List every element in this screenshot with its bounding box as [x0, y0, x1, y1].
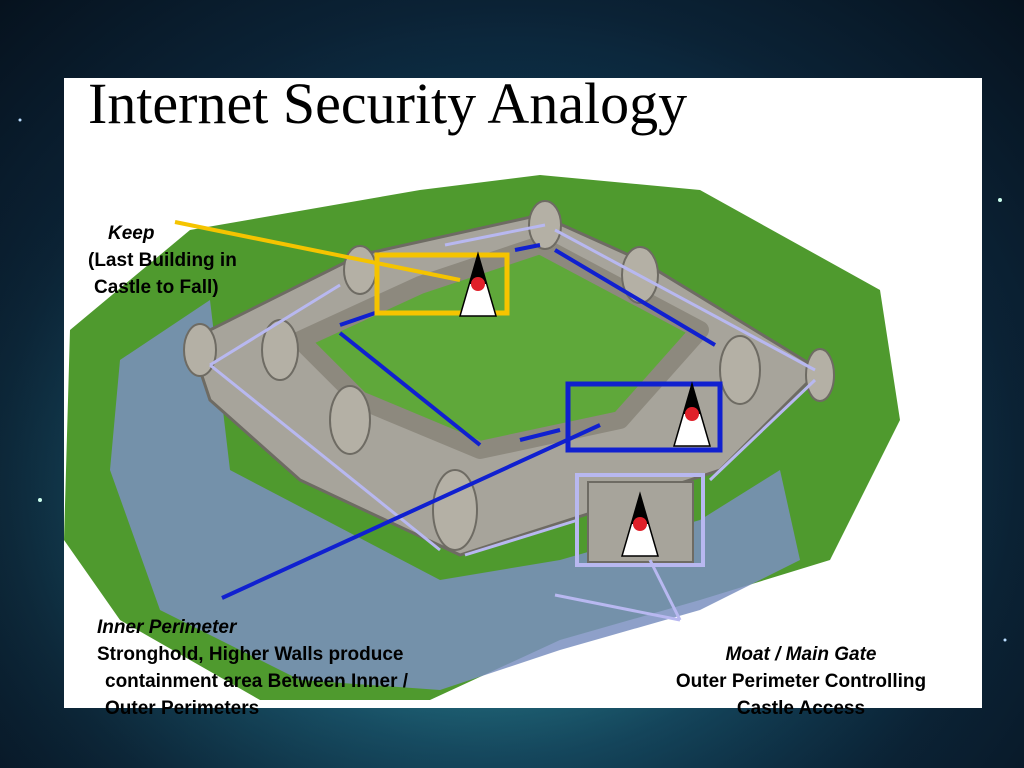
keep-line-2: Castle to Fall): [94, 277, 219, 298]
moat-gate-line-2: Castle Access: [736, 698, 866, 719]
main-gate-highlight-box: [575, 473, 705, 567]
inner-wall: [291, 236, 709, 459]
keep-line-1: (Last Building in: [88, 250, 237, 271]
inner-perimeter-heading: Inner Perimeter: [97, 617, 237, 638]
inner-perimeter-line-2: containment area Between Inner /: [105, 671, 409, 692]
inner-perimeter-highlight-box: [565, 381, 723, 453]
inner-perimeter-label: Inner Perimeter Stronghold, Higher Walls…: [97, 614, 408, 722]
java-duke-mascot-icon: [673, 381, 711, 447]
moat-gate-heading: Moat / Main Gate: [725, 644, 877, 665]
java-duke-mascot-icon: [621, 491, 659, 557]
moat-gate-line-1: Outer Perimeter Controlling: [675, 671, 927, 692]
keep-highlight-box: [374, 252, 510, 316]
outer-perimeter-lines: [209, 223, 817, 622]
inner-perimeter-line-1: Stronghold, Higher Walls produce: [97, 644, 404, 665]
keep-pointer-line: [174, 220, 461, 282]
moat-water: [110, 300, 800, 690]
slide-title: Internet Security Analogy: [88, 71, 688, 136]
java-duke-mascot-icon: [459, 251, 497, 317]
inner-perimeter-lines: [221, 243, 717, 600]
inner-perimeter-line-3: Outer Perimeters: [105, 698, 260, 719]
keep-heading: Keep: [108, 223, 155, 244]
moat-gate-label: Moat / Main Gate Outer Perimeter Control…: [650, 641, 952, 722]
keep-label: Keep (Last Building in Castle to Fall): [88, 220, 237, 301]
